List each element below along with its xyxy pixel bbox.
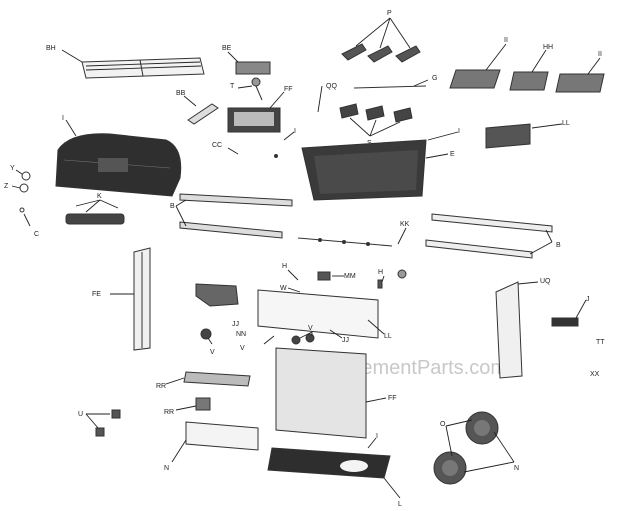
warming-rack (61, 49, 205, 79)
label-ii-a: II (504, 37, 508, 44)
label-bh: BH (46, 45, 56, 52)
label-i-right: I (458, 128, 460, 135)
label-j-right: J (586, 296, 590, 303)
label-o: O (440, 421, 446, 428)
temperature-gauge (11, 169, 31, 227)
side-rails (175, 193, 553, 259)
label-be: BE (222, 45, 232, 52)
casters (85, 409, 121, 437)
label-k: K (97, 193, 102, 200)
burners (339, 103, 413, 137)
label-h-b: H (378, 269, 383, 276)
cooking-grates (449, 43, 605, 93)
label-v-b2: V (308, 325, 313, 332)
label-w: W (280, 285, 287, 292)
grill-lid (55, 119, 182, 197)
label-fe: FE (92, 291, 101, 298)
label-ll: LL (562, 120, 570, 127)
label-nn: NN (236, 331, 246, 338)
firebox-hardware (227, 131, 295, 158)
label-t: T (230, 83, 235, 90)
cabinet-door (275, 347, 387, 439)
label-ii-b: II (598, 51, 602, 58)
label-n-right: N (514, 465, 519, 472)
label-qq: QQ (326, 83, 337, 90)
side-burner-grate (227, 51, 271, 75)
label-tt: TT (596, 339, 605, 346)
label-p: P (387, 10, 392, 17)
control-panel (195, 269, 385, 339)
right-leg (495, 281, 587, 379)
cabinet-bottom (171, 421, 259, 463)
label-n-left: N (164, 465, 169, 472)
label-mm: MM (344, 273, 356, 280)
bottom-shelf (267, 437, 401, 499)
heat-tent-rod (317, 79, 429, 113)
drip-tray (165, 371, 251, 411)
wheels (433, 411, 515, 485)
label-jj-a: JJ (232, 321, 239, 328)
manifold (297, 227, 407, 279)
label-u: U (78, 411, 83, 418)
side-shelf-right (485, 123, 563, 149)
label-ll-panel: LL (384, 333, 392, 340)
label-cc: CC (212, 142, 222, 149)
lid-handle (65, 199, 125, 225)
left-leg (110, 247, 151, 351)
label-bb: BB (176, 90, 186, 97)
label-uq: UQ (540, 278, 551, 285)
label-ff-door: FF (388, 395, 397, 402)
label-i-bottom: I (376, 433, 378, 440)
label-v-b: V (240, 345, 245, 352)
label-b-left: B (170, 203, 175, 210)
label-i-lid: I (62, 115, 64, 122)
label-g: G (432, 75, 437, 82)
label-v-a: V (210, 349, 215, 356)
side-burner-parts (183, 77, 285, 133)
label-e: E (450, 151, 455, 158)
firebox (301, 131, 459, 201)
label-kk: KK (400, 221, 410, 228)
flame-tamers (341, 17, 421, 63)
label-c: C (34, 231, 39, 238)
control-knobs (200, 328, 343, 345)
label-i-mid: I (294, 128, 296, 135)
label-z: Z (4, 183, 9, 190)
label-hh: HH (543, 44, 553, 51)
label-xx: XX (590, 371, 600, 378)
label-rr-b: RR (164, 409, 174, 416)
label-h-a: H (282, 263, 287, 270)
label-b-right: B (556, 242, 561, 249)
label-ff-top: FF (284, 86, 293, 93)
label-y: Y (10, 165, 15, 172)
label-jj-b: JJ (342, 337, 349, 344)
label-l: L (398, 501, 402, 508)
label-rr-a: RR (156, 383, 166, 390)
